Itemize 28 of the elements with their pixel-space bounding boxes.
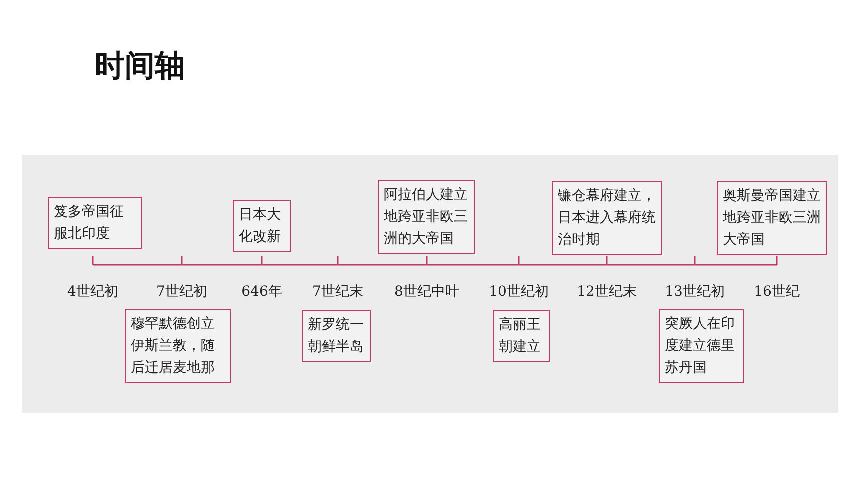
event-text: 镰仓幕府建立，日本进入幕府统治时期 bbox=[558, 188, 656, 248]
event-text: 阿拉伯人建立地跨亚非欧三洲的大帝国 bbox=[384, 187, 468, 247]
event-box bbox=[659, 309, 744, 383]
event-text: 笈多帝国征服北印度 bbox=[54, 204, 124, 242]
date-label: 7世纪末 bbox=[312, 283, 364, 301]
event-box bbox=[717, 181, 827, 255]
date-label: 646年 bbox=[242, 283, 282, 301]
date-label: 12世纪末 bbox=[577, 283, 637, 301]
event-text: 穆罕默德创立伊斯兰教，随后迁居麦地那 bbox=[131, 316, 215, 376]
event-box bbox=[233, 200, 291, 252]
event-text: 日本大化改新 bbox=[239, 207, 281, 245]
date-label: 16世纪 bbox=[754, 283, 800, 301]
event-box bbox=[378, 180, 475, 254]
title: 时间轴 bbox=[95, 48, 185, 86]
event-box bbox=[302, 310, 371, 362]
date-label: 10世纪初 bbox=[489, 283, 549, 301]
date-label: 8世纪中叶 bbox=[394, 283, 460, 301]
event-text: 突厥人在印度建立德里苏丹国 bbox=[665, 316, 735, 376]
event-box bbox=[552, 181, 662, 255]
event-box bbox=[493, 310, 550, 362]
event-text: 奥斯曼帝国建立地跨亚非欧三洲大帝国 bbox=[723, 188, 821, 248]
event-box bbox=[48, 197, 142, 249]
date-label: 4世纪初 bbox=[68, 283, 118, 301]
event-text: 高丽王朝建立 bbox=[499, 317, 541, 355]
date-label: 13世纪初 bbox=[665, 283, 725, 301]
event-text: 新罗统一朝鲜半岛 bbox=[308, 317, 364, 355]
date-label: 7世纪初 bbox=[156, 283, 208, 301]
event-box bbox=[125, 309, 231, 383]
